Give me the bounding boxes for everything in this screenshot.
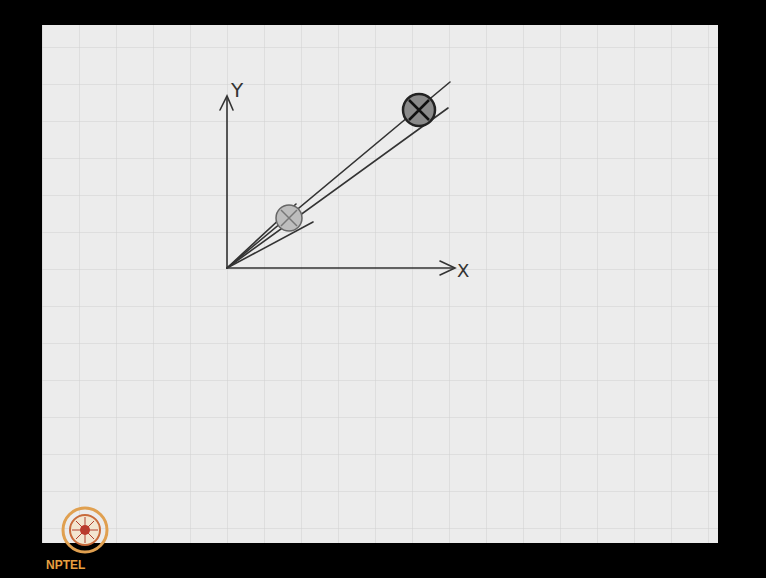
axis-label: Y <box>231 80 243 100</box>
y-axis <box>226 98 228 268</box>
paper <box>42 25 718 543</box>
cone-line <box>227 82 450 268</box>
near-particle <box>276 205 302 231</box>
axis-label: X <box>457 262 469 280</box>
far-particle <box>403 94 435 126</box>
cone-line <box>227 108 448 268</box>
logo-text: NPTEL <box>46 559 85 571</box>
x-axis <box>227 267 453 269</box>
cone-line <box>227 222 313 268</box>
graph-grid <box>42 25 718 543</box>
x-axis-arrowhead <box>440 261 455 275</box>
nptel-logo <box>63 508 107 552</box>
